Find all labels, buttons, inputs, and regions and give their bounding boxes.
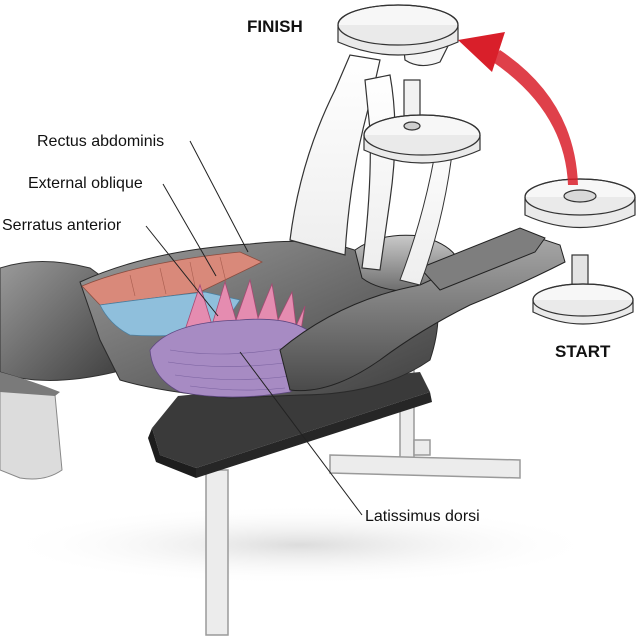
dumbbell-finish [337, 4, 481, 164]
leader-line-external [162, 183, 217, 277]
start-label: START [555, 342, 611, 361]
leader-line-serratus [145, 225, 219, 317]
bench-frame [205, 369, 521, 636]
external-oblique-label: External oblique [28, 175, 143, 192]
motion-arrow [458, 32, 578, 185]
leader-lines [145, 140, 363, 516]
latissimus-dorsi-label: Latissimus dorsi [365, 508, 480, 525]
arms-start-position [279, 227, 566, 392]
serratus-anterior-label: Serratus anterior [2, 217, 122, 234]
floor-shadow [0, 505, 600, 585]
finish-label: FINISH [247, 17, 303, 36]
rectus-abdominis-label: Rectus abdominis [37, 133, 165, 150]
leader-line-rectus [189, 140, 249, 253]
dumbbell-start [524, 178, 636, 325]
leader-line-lats [239, 351, 363, 516]
